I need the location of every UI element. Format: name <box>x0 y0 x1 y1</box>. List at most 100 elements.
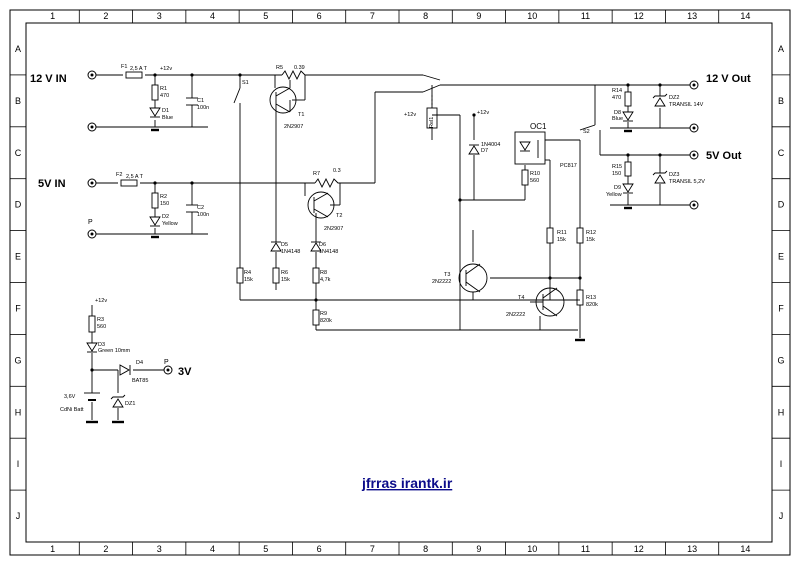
svg-text:R1: R1 <box>160 86 167 92</box>
grid-row-label: H <box>15 407 22 417</box>
svg-text:15k: 15k <box>281 277 290 283</box>
svg-text:R15: R15 <box>612 164 622 170</box>
grid-row-label: B <box>15 96 21 106</box>
resistor-r11 <box>546 227 554 244</box>
resistor-r1 <box>151 84 159 101</box>
transistor-t3 <box>458 263 488 293</box>
svg-text:Blue: Blue <box>162 115 173 121</box>
switch-s1 <box>233 87 241 104</box>
diode-d6 <box>310 242 322 252</box>
svg-text:150: 150 <box>612 171 621 177</box>
label-5v-in: 5V IN <box>38 178 66 190</box>
grid-column-label: 8 <box>423 11 428 21</box>
svg-text:D5: D5 <box>281 242 288 248</box>
grid-column-label: 1 <box>50 544 55 554</box>
resistor-r9 <box>312 309 320 326</box>
resistor-r7 <box>314 177 345 189</box>
grid-row-label: C <box>15 148 22 158</box>
svg-text:560: 560 <box>530 178 539 184</box>
svg-text:15k: 15k <box>244 277 253 283</box>
svg-text:D9: D9 <box>614 185 621 191</box>
svg-text:R7: R7 <box>313 171 320 177</box>
resistor-r14 <box>624 91 632 107</box>
resistor-r3 <box>88 315 96 333</box>
svg-text:2N2907: 2N2907 <box>284 124 303 130</box>
svg-text:T3: T3 <box>444 272 450 278</box>
grid-row-label: E <box>778 252 784 262</box>
svg-text:D4: D4 <box>136 360 143 366</box>
svg-text:2N2222: 2N2222 <box>432 279 451 285</box>
svg-text:R4: R4 <box>244 270 251 276</box>
grid-column-label: 3 <box>157 544 162 554</box>
svg-text:+12v: +12v <box>160 66 172 72</box>
grid-row-label: C <box>778 148 785 158</box>
svg-text:820k: 820k <box>586 302 598 308</box>
led-d1 <box>149 107 161 117</box>
svg-text:1N4004: 1N4004 <box>481 142 500 148</box>
grid-row-label: D <box>15 200 22 210</box>
svg-text:R2: R2 <box>160 194 167 200</box>
grid-row-label: J <box>779 511 784 521</box>
grid-row-label: B <box>778 96 784 106</box>
grid-column-label: 13 <box>687 11 697 21</box>
svg-text:R3: R3 <box>97 317 104 323</box>
relay-contact-5v <box>422 84 441 93</box>
svg-text:TRANSIL 5,2V: TRANSIL 5,2V <box>669 179 705 185</box>
svg-text:560: 560 <box>97 324 106 330</box>
grid-column-label: 6 <box>317 11 322 21</box>
svg-text:D7: D7 <box>481 148 488 154</box>
grid-column-label: 9 <box>476 544 481 554</box>
svg-text:820k: 820k <box>320 318 332 324</box>
grid-row-label: I <box>17 459 20 469</box>
svg-text:Rel1: Rel1 <box>429 117 435 128</box>
svg-text:R9: R9 <box>320 311 327 317</box>
svg-text:T1: T1 <box>298 112 304 118</box>
svg-text:2,5 A T: 2,5 A T <box>130 66 148 72</box>
label-3v-out: 3V <box>178 366 192 378</box>
terminal-dots <box>90 73 696 372</box>
svg-text:R11: R11 <box>557 230 567 236</box>
wires <box>91 74 690 420</box>
svg-text:1N4148: 1N4148 <box>281 249 300 255</box>
svg-text:OC1: OC1 <box>530 122 547 131</box>
zener-dz1 <box>112 398 124 408</box>
svg-text:TRANSIL 14V: TRANSIL 14V <box>669 102 704 108</box>
grid-row-label: D <box>778 200 785 210</box>
grid-column-label: 4 <box>210 544 215 554</box>
grid-column-label: 13 <box>687 544 697 554</box>
svg-text:Blue: Blue <box>612 116 623 122</box>
zener-dz3 <box>654 174 666 184</box>
resistor-r6 <box>272 267 280 284</box>
transistor-t2 <box>307 191 335 219</box>
grid-column-label: 9 <box>476 11 481 21</box>
svg-text:15k: 15k <box>586 237 595 243</box>
switch-s2 <box>579 124 596 131</box>
diode-d7 <box>468 145 480 155</box>
svg-text:S1: S1 <box>242 80 249 86</box>
grid-column-label: 10 <box>527 11 537 21</box>
resistor-r15 <box>624 161 632 177</box>
svg-text:R13: R13 <box>586 295 596 301</box>
svg-text:C2: C2 <box>197 205 204 211</box>
svg-text:2,5 A T: 2,5 A T <box>126 174 144 180</box>
grid-column-label: 12 <box>634 11 644 21</box>
grid-column-label: 5 <box>263 544 268 554</box>
svg-text:DZ2: DZ2 <box>669 95 679 101</box>
svg-text:+12v: +12v <box>477 110 489 116</box>
svg-text:1N4148: 1N4148 <box>319 249 338 255</box>
diode-d4 <box>119 364 130 376</box>
diode-d5 <box>270 242 282 252</box>
grid-row-label: G <box>777 355 784 365</box>
grid-column-label: 5 <box>263 11 268 21</box>
resistor-r8 <box>312 267 320 284</box>
svg-text:BAT85: BAT85 <box>132 378 148 384</box>
grid-column-label: 8 <box>423 544 428 554</box>
svg-text:S2: S2 <box>583 129 590 135</box>
grid-column-label: 7 <box>370 11 375 21</box>
led-d8 <box>622 111 634 121</box>
svg-text:0.39: 0.39 <box>294 65 305 71</box>
grid-column-label: 11 <box>581 544 590 554</box>
grid-row-label: E <box>15 252 21 262</box>
svg-text:CdNi Batt: CdNi Batt <box>60 407 84 413</box>
grid-column-label: 3 <box>157 11 162 21</box>
